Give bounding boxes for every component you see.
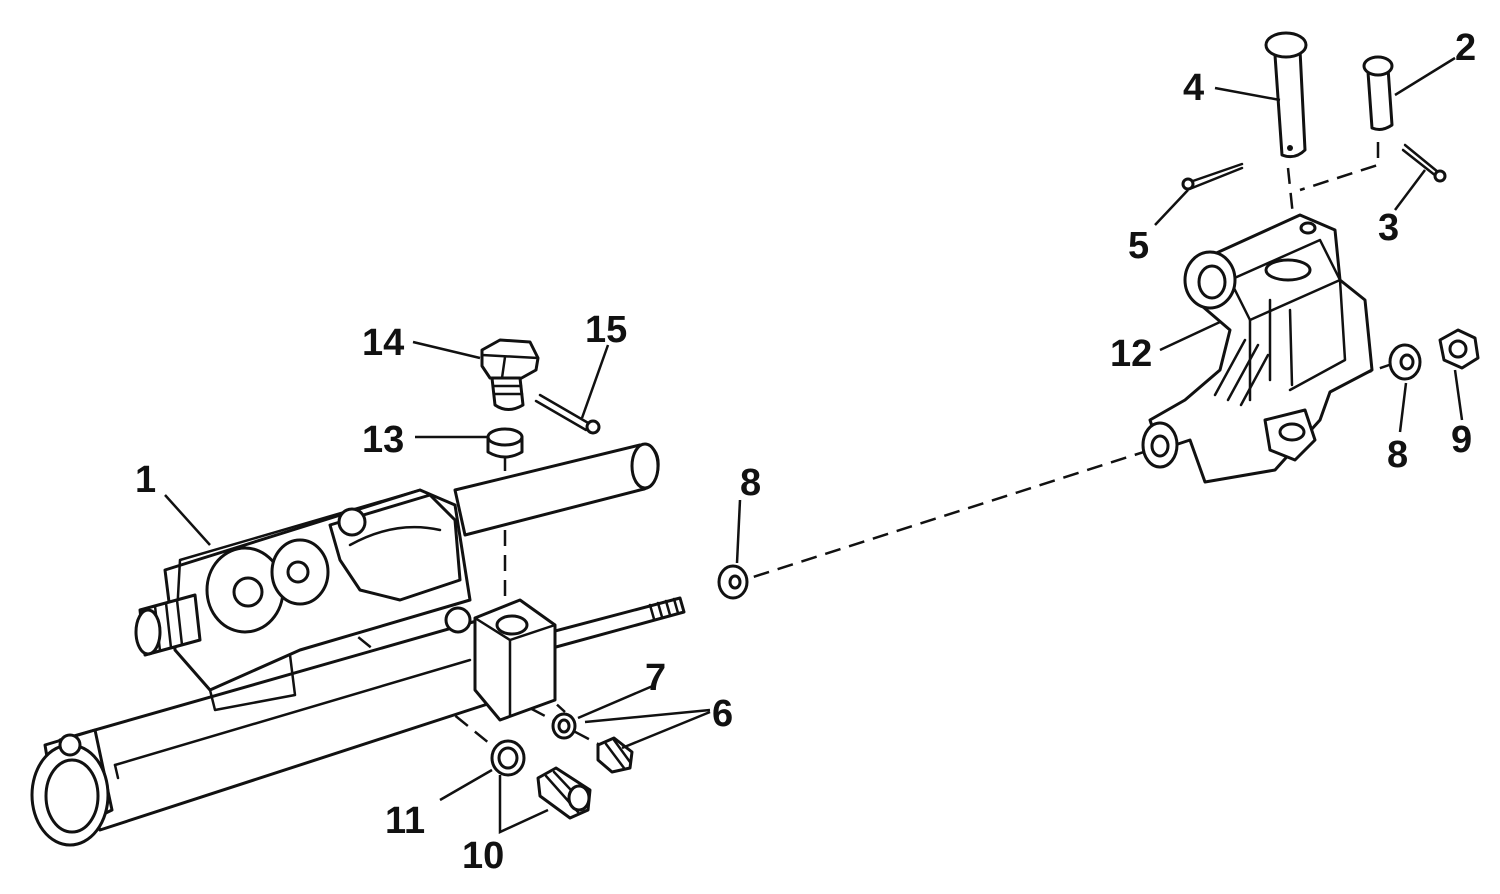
fitting-6 <box>596 736 634 774</box>
callout-3: 3 <box>1378 207 1399 249</box>
callout-11: 11 <box>385 800 425 842</box>
callout-labels: 1 2 3 4 5 6 7 8 8 9 10 11 12 13 14 15 <box>135 27 1476 877</box>
clevis-pin-small <box>1362 55 1394 131</box>
washer-left <box>717 564 749 600</box>
cotter-pin-15 <box>534 393 601 435</box>
callout-2: 2 <box>1455 27 1476 69</box>
callout-6: 6 <box>712 693 733 735</box>
callout-15: 15 <box>585 309 627 351</box>
callout-14: 14 <box>362 322 404 364</box>
o-ring-7 <box>551 712 577 740</box>
leader-lines <box>164 56 1464 834</box>
callout-8-left: 8 <box>740 462 761 504</box>
tilt-bracket <box>1141 213 1374 484</box>
callout-4: 4 <box>1183 67 1204 109</box>
callout-13: 13 <box>362 419 404 461</box>
callout-8-right: 8 <box>1387 434 1408 476</box>
o-ring-11 <box>490 739 526 777</box>
callout-7: 7 <box>645 657 666 699</box>
cotter-pin-5 <box>1181 162 1244 191</box>
hex-bolt <box>480 338 540 411</box>
callout-1: 1 <box>135 459 156 501</box>
cotter-pin-3 <box>1401 143 1447 183</box>
callout-5: 5 <box>1128 225 1149 267</box>
steering-cylinder <box>30 442 686 847</box>
hex-nut <box>1438 328 1480 370</box>
washer-right <box>1388 343 1422 381</box>
clevis-pin-large <box>1264 31 1308 159</box>
fitting-10 <box>536 766 592 820</box>
bushing <box>486 427 524 459</box>
callout-9: 9 <box>1451 419 1472 461</box>
callout-12: 12 <box>1110 333 1152 375</box>
callout-10: 10 <box>462 835 504 877</box>
